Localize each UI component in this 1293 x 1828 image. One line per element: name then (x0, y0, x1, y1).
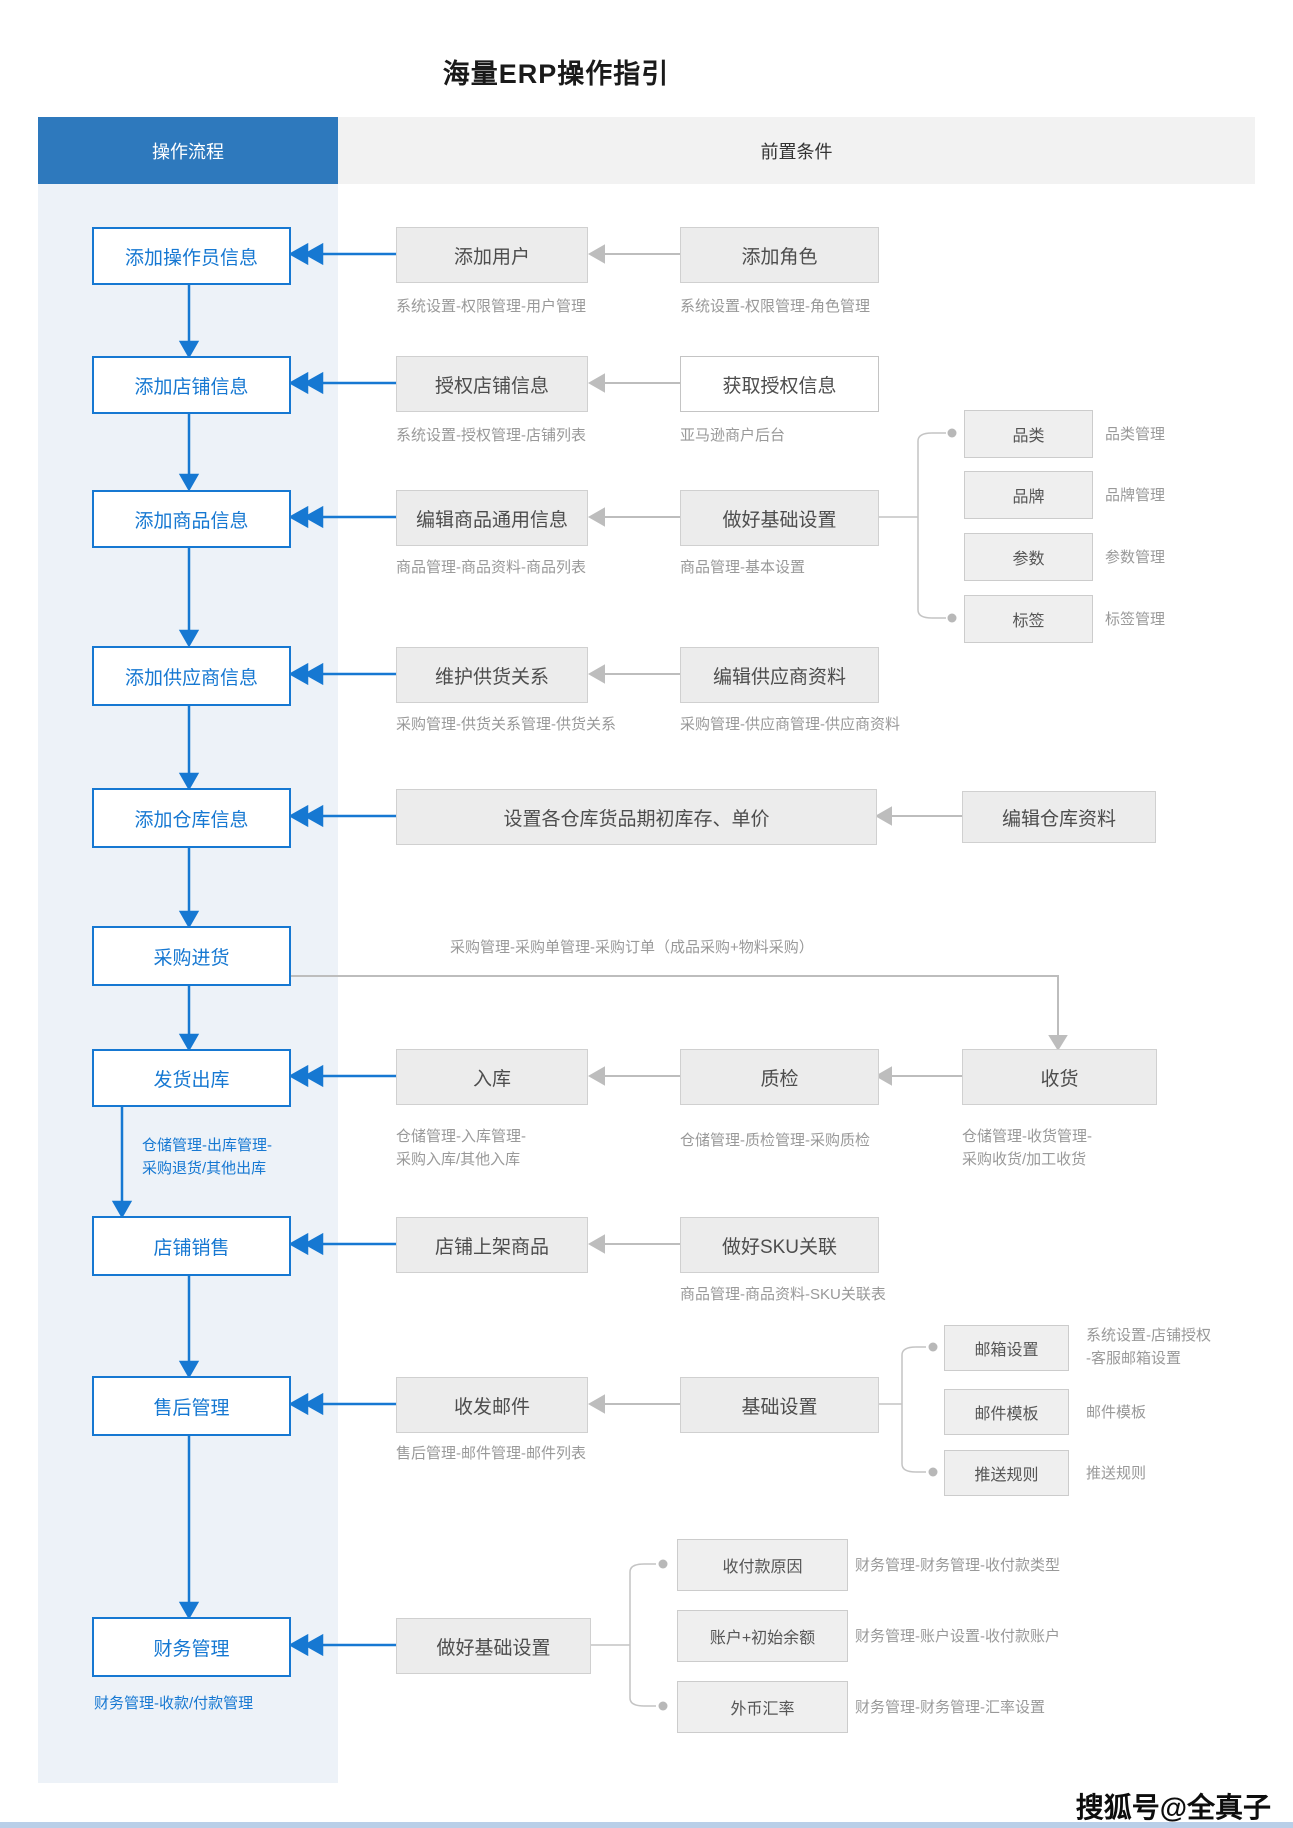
flow-step-add-shop: 添加店铺信息 (92, 356, 291, 414)
box-receive-goods: 收货 (962, 1049, 1157, 1105)
box-add-user: 添加用户 (396, 227, 588, 283)
caption-edit-supplier: 采购管理-供应商管理-供应商资料 (680, 716, 900, 733)
branch-brackets (589, 432, 946, 1707)
box-mailbox-setting: 邮箱设置 (944, 1325, 1069, 1371)
box-param: 参数 (964, 533, 1093, 581)
box-mail-base-setting: 基础设置 (680, 1377, 879, 1433)
caption-receive-goods: 仓储管理-收货管理- 采购收货/加工收货 (962, 1128, 1092, 1168)
box-maintain-supply: 维护供货关系 (396, 647, 588, 703)
column-header-precondition: 前置条件 (338, 117, 1255, 184)
caption-auth-shop: 系统设置-授权管理-店铺列表 (396, 427, 586, 444)
caption-get-auth: 亚马逊商户后台 (680, 427, 786, 444)
box-inbound: 入库 (396, 1049, 588, 1105)
box-exchange-rate: 外币汇率 (677, 1681, 848, 1733)
caption-send-receive-mail: 售后管理-邮件管理-邮件列表 (396, 1445, 586, 1462)
flow-step-add-product: 添加商品信息 (92, 490, 291, 548)
box-brand: 品牌 (964, 471, 1093, 519)
box-init-stock: 设置各仓库货品期初库存、单价 (396, 789, 877, 845)
flow-step-finance: 财务管理 (92, 1617, 291, 1677)
box-account-balance: 账户+初始余额 (677, 1610, 848, 1662)
box-mail-template: 邮件模板 (944, 1389, 1069, 1435)
flow-step-add-operator: 添加操作员信息 (92, 227, 291, 285)
box-tag: 标签 (964, 595, 1093, 643)
box-finance-base-setting: 做好基础设置 (396, 1618, 591, 1674)
box-edit-supplier: 编辑供应商资料 (680, 647, 879, 703)
caption-base-setting-product: 商品管理-基本设置 (680, 559, 805, 576)
label-tag: 标签管理 (1105, 611, 1166, 628)
flow-step-add-supplier: 添加供应商信息 (92, 646, 291, 706)
caption-inbound: 仓储管理-入库管理- 采购入库/其他入库 (396, 1128, 526, 1168)
box-edit-product-info: 编辑商品通用信息 (396, 490, 588, 546)
caption-add-role: 系统设置-权限管理-角色管理 (680, 298, 870, 315)
box-base-setting-product: 做好基础设置 (680, 490, 879, 546)
flow-step-purchase: 采购进货 (92, 926, 291, 986)
label-mail-template: 邮件模板 (1086, 1404, 1147, 1421)
caption-add-user: 系统设置-权限管理-用户管理 (396, 298, 586, 315)
label-param: 参数管理 (1105, 549, 1166, 566)
flow-step-sales: 店铺销售 (92, 1216, 291, 1276)
box-get-auth: 获取授权信息 (680, 356, 879, 412)
flow-step-aftersale: 售后管理 (92, 1376, 291, 1436)
bottom-bar (0, 1822, 1293, 1828)
flow-step-shipping: 发货出库 (92, 1049, 291, 1107)
label-mailbox-setting: 系统设置-店铺授权 -客服邮箱设置 (1086, 1327, 1211, 1367)
box-add-role: 添加角色 (680, 227, 879, 283)
box-auth-shop: 授权店铺信息 (396, 356, 588, 412)
caption-purchase-order: 采购管理-采购单管理-采购订单（成品采购+物料采购） (450, 939, 814, 956)
branch-dots (658, 428, 957, 1711)
box-edit-warehouse: 编辑仓库资料 (962, 791, 1156, 843)
label-category: 品类管理 (1105, 426, 1166, 443)
gray-arrows (287, 244, 1068, 1414)
note-shipping: 仓储管理-出库管理- 采购退货/其他出库 (142, 1137, 272, 1177)
note-finance: 财务管理-收款/付款管理 (94, 1695, 254, 1712)
label-account-balance: 财务管理-账户设置-收付款账户 (855, 1628, 1060, 1645)
box-quality-check: 质检 (680, 1049, 879, 1105)
label-exchange-rate: 财务管理-财务管理-汇率设置 (855, 1699, 1045, 1716)
flow-step-add-warehouse: 添加仓库信息 (92, 788, 291, 848)
caption-quality-check: 仓储管理-质检管理-采购质检 (680, 1132, 870, 1149)
caption-edit-product-info: 商品管理-商品资料-商品列表 (396, 559, 586, 576)
blue-arrows (111, 242, 396, 1657)
watermark: 搜狐号@全真子 (1075, 1792, 1271, 1823)
caption-maintain-supply: 采购管理-供货关系管理-供货关系 (396, 716, 616, 733)
box-sku-link: 做好SKU关联 (680, 1217, 879, 1273)
label-push-rule: 推送规则 (1086, 1465, 1147, 1482)
label-brand: 品牌管理 (1105, 487, 1166, 504)
caption-sku-link: 商品管理-商品资料-SKU关联表 (680, 1286, 886, 1303)
box-category: 品类 (964, 410, 1093, 458)
box-send-receive-mail: 收发邮件 (396, 1377, 588, 1433)
label-payment-reason: 财务管理-财务管理-收付款类型 (855, 1557, 1060, 1574)
page-title: 海量ERP操作指引 (442, 59, 670, 89)
box-payment-reason: 收付款原因 (677, 1539, 848, 1591)
box-push-rule: 推送规则 (944, 1450, 1069, 1496)
column-header-process: 操作流程 (38, 117, 338, 184)
box-shelf-product: 店铺上架商品 (396, 1217, 588, 1273)
